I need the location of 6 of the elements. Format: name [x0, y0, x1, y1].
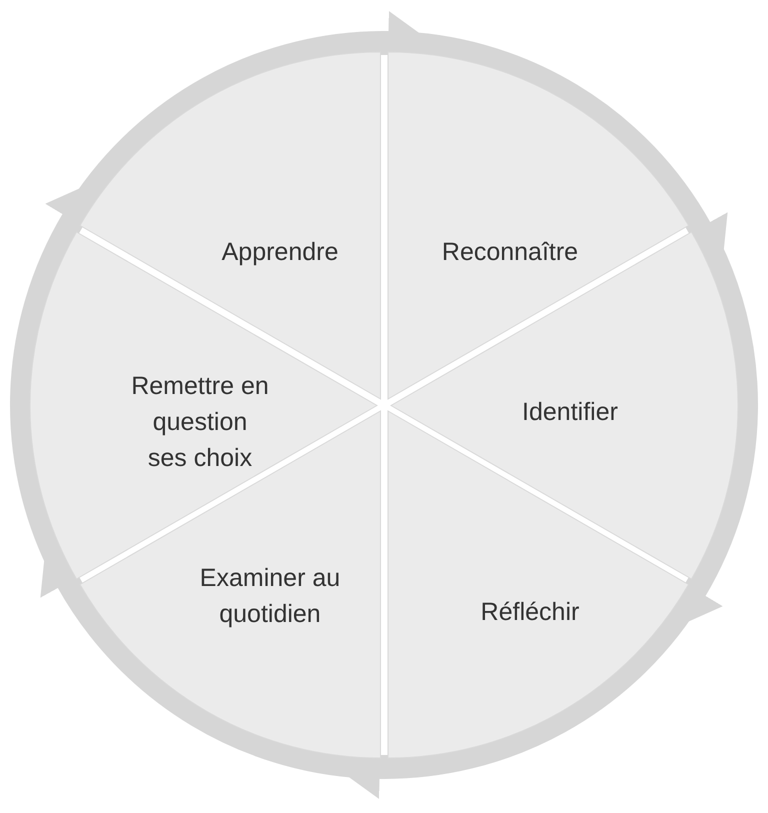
segment-label: Apprendre — [220, 236, 340, 268]
segment-label: Réfléchir — [480, 596, 580, 628]
segment-label: Identifier — [521, 397, 619, 428]
segment-label: Remettre en question ses choix — [130, 371, 270, 474]
segment-label: Examiner au quotidien — [198, 562, 342, 630]
segment-label: Reconnaître — [440, 236, 580, 268]
